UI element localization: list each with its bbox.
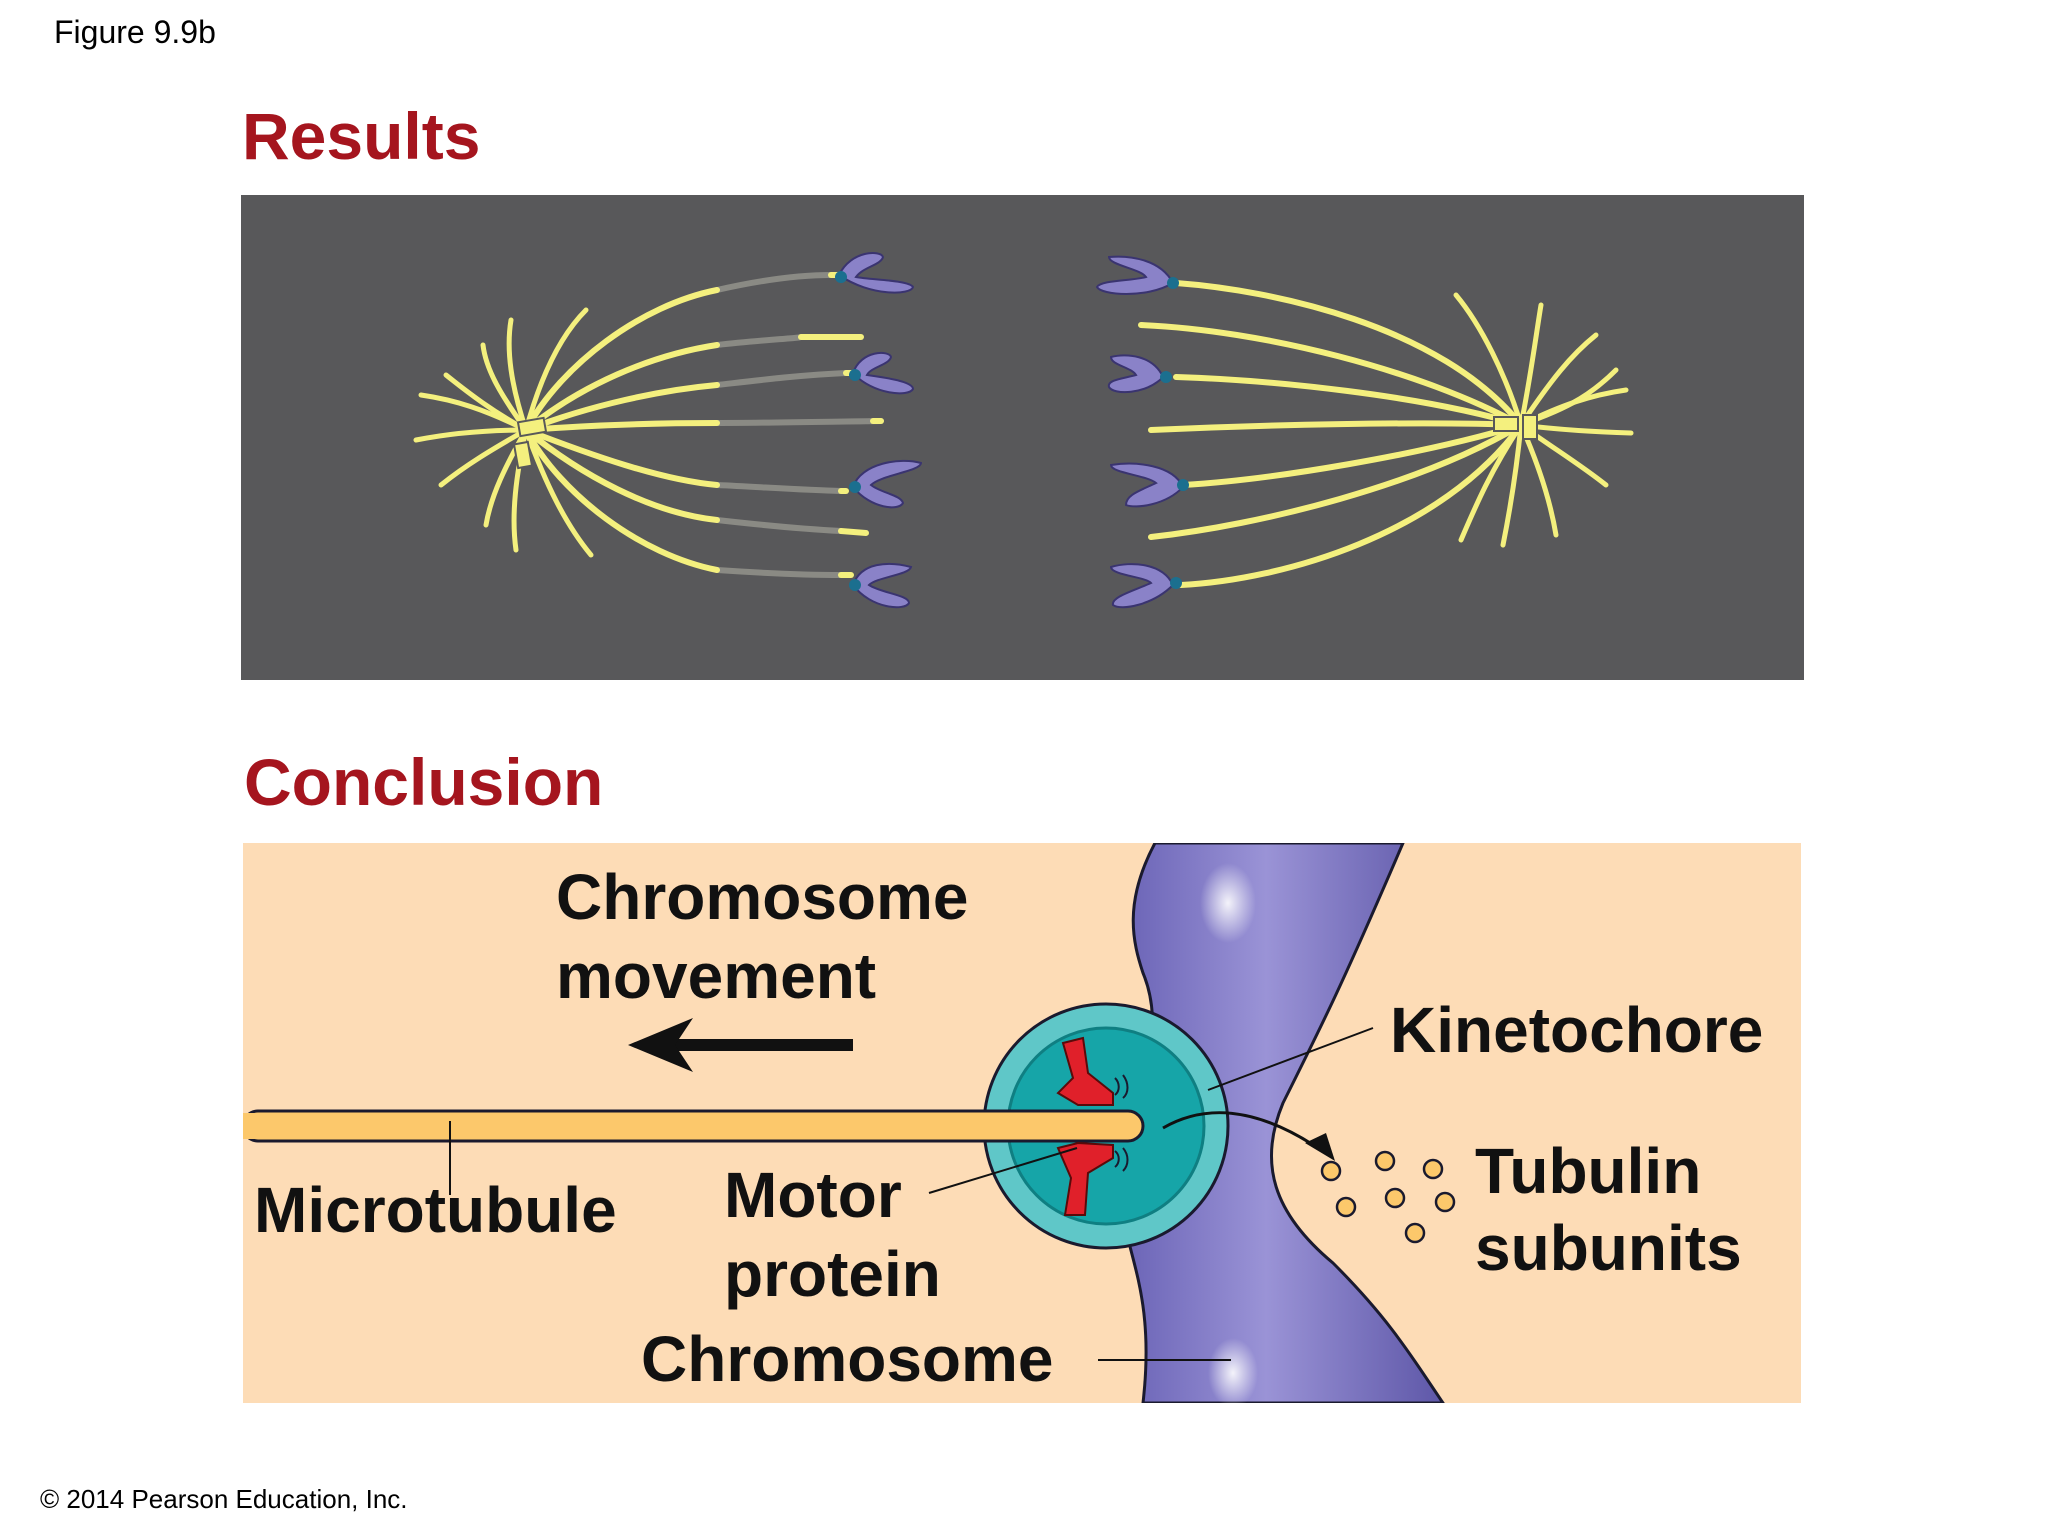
left-centrioles xyxy=(512,416,548,470)
left-shortened-microtubules xyxy=(714,272,884,578)
tubulin-subunits xyxy=(1320,1150,1456,1244)
motor-vibration-marks xyxy=(1114,1074,1129,1172)
left-chromatids xyxy=(837,252,923,609)
label-movement-line1: Chromosome xyxy=(556,861,969,933)
motor-proteins xyxy=(1056,1036,1114,1216)
label-chromosome: Chromosome xyxy=(641,1323,1054,1395)
right-kinetochore-microtubules xyxy=(1138,280,1524,588)
left-kinetochore-microtubules xyxy=(523,272,884,578)
right-centrioles xyxy=(1493,414,1538,440)
right-chromatids xyxy=(1095,255,1185,609)
right-spindle xyxy=(1138,280,1634,588)
conclusion-panel: Chromosome movement Kinetochore Tubulin … xyxy=(243,843,1801,1403)
results-panel xyxy=(241,195,1804,680)
copyright: © 2014 Pearson Education, Inc. xyxy=(40,1484,408,1514)
label-microtubule: Microtubule xyxy=(254,1174,617,1246)
label-tubulin-line2: subunits xyxy=(1475,1212,1742,1284)
left-spindle xyxy=(413,272,884,578)
label-kinetochore: Kinetochore xyxy=(1390,994,1763,1066)
leader-lines xyxy=(449,1027,1374,1361)
left-aster xyxy=(413,307,594,558)
tubulin-release-arrow xyxy=(1162,1111,1319,1150)
chromosome-highlight-bottom xyxy=(1208,1338,1258,1403)
chromosome-highlight-top xyxy=(1200,863,1256,943)
right-kinetochores xyxy=(1160,277,1189,589)
results-background xyxy=(241,195,1804,680)
results-title: Results xyxy=(242,99,481,173)
label-movement-line2: movement xyxy=(556,940,876,1012)
conclusion-title: Conclusion xyxy=(244,745,604,819)
label-tubulin-line1: Tubulin xyxy=(1475,1135,1701,1207)
chromosome-body xyxy=(1120,843,1445,1403)
movement-arrow xyxy=(628,1018,853,1072)
microtubule xyxy=(243,1109,1145,1143)
left-kinetochores xyxy=(835,271,861,591)
label-motor-line1: Motor xyxy=(724,1159,902,1231)
figure-label: Figure 9.9b xyxy=(54,14,216,50)
label-motor-line2: protein xyxy=(724,1238,941,1310)
